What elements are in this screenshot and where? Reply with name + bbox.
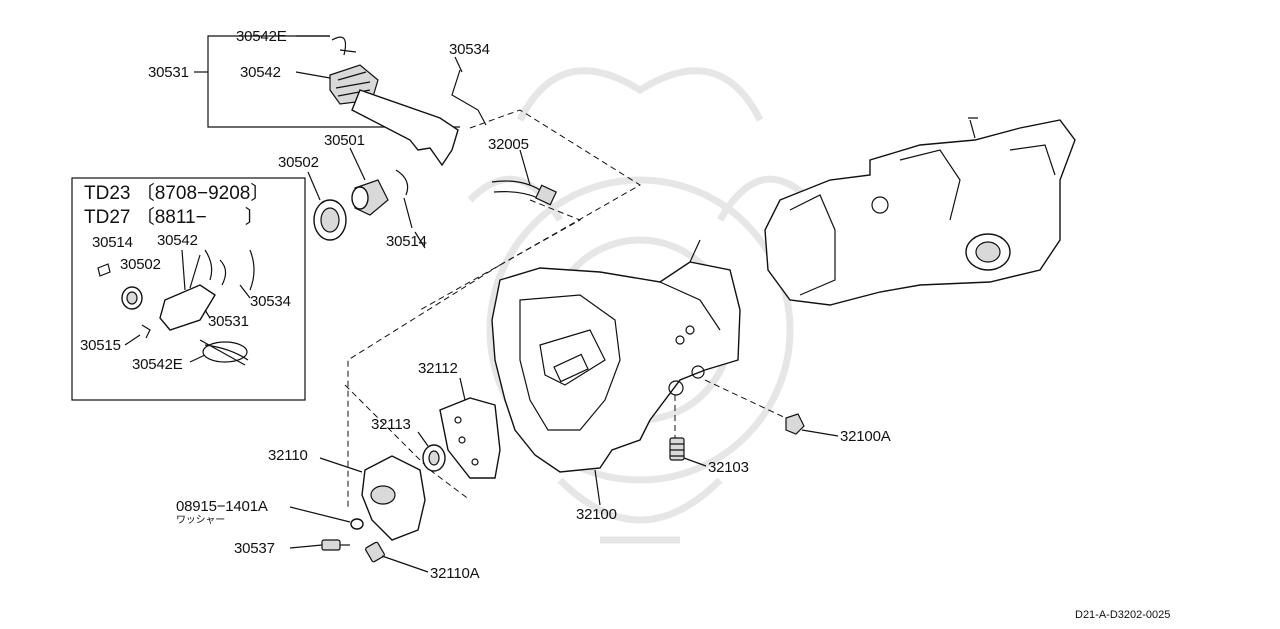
label-washer: ワッシャー [176,515,225,526]
label-30542E-top: 30542E [236,28,287,45]
transmission-assembly [764,117,1076,306]
dashed-guide-3 [419,199,582,311]
dashed-guide-4 [704,379,791,421]
label-30537: 30537 [234,540,275,557]
label-08915-1401A: 08915−1401A [176,498,268,515]
label-30542-box: 30542 [157,232,198,249]
sensor-32005 [491,149,558,206]
sleeve-30501 [349,147,389,216]
label-30502-top: 30502 [278,154,319,171]
label-30514-right: 30514 [386,233,427,250]
inset-parts [97,249,255,366]
label-30531-box: 30531 [208,313,249,330]
clip-30514 [395,169,413,229]
label-30534-box: 30534 [250,293,291,310]
gasket-32112 [439,397,501,479]
bearing-30502 [307,171,347,241]
inset-box [71,177,306,401]
clutch-housing-32100 [491,239,741,506]
bolt-32110A [365,541,429,573]
label-32112: 32112 [418,360,458,377]
label-30515: 30515 [80,337,121,354]
inset-title-td23: TD23 〔8708−9208〕 [84,183,270,204]
label-30542-top: 30542 [240,64,281,81]
label-30514-box: 30514 [92,234,133,251]
label-32110: 32110 [268,447,308,464]
label-32113: 32113 [371,416,411,433]
bracket-30531 [207,35,460,128]
label-32110A: 32110A [430,565,480,582]
clip-30542E [331,36,357,56]
label-30501: 30501 [324,132,365,149]
label-30531-top: 30531 [148,64,189,81]
inset-title-td27: TD27 〔8811− 〕 [84,207,264,228]
seal-32113 [417,431,446,472]
spring-30534 [451,69,487,126]
bolt-30537 [289,539,350,551]
plug-32103 [669,437,707,467]
label-30534-top: 30534 [449,41,490,58]
label-30502-box: 30502 [120,256,161,273]
label-32100A: 32100A [840,428,891,445]
release-fork-30531 [351,89,459,167]
diagram-code: D21-A-D3202-0025 [1075,609,1171,621]
label-32103: 32103 [708,459,749,476]
dashed-guide-1 [469,109,641,266]
washer-08915 [350,518,364,530]
front-cover-32110 [319,455,426,541]
label-30542E-box: 30542E [132,356,183,373]
label-32005: 32005 [488,136,529,153]
plug-32100A [785,413,839,437]
label-32100: 32100 [576,506,617,523]
